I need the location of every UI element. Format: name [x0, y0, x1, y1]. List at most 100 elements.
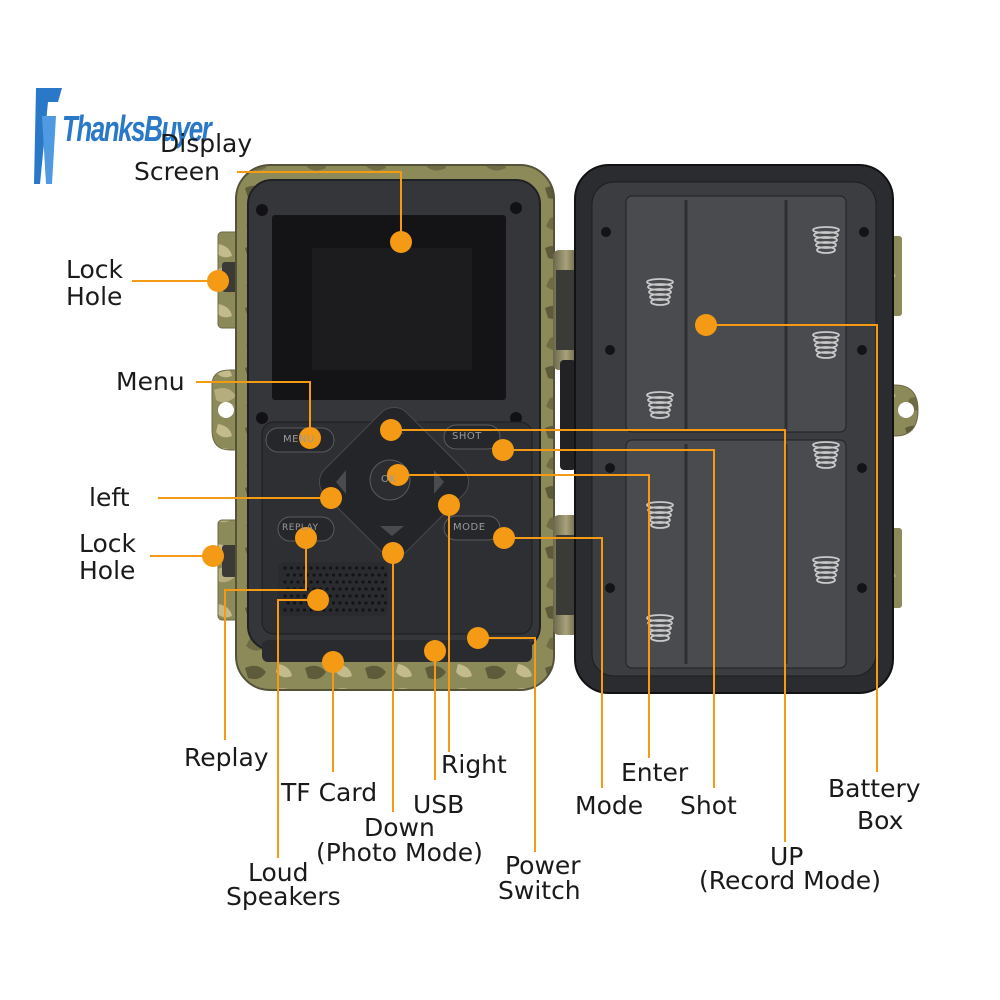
- speaker-hole: [292, 573, 297, 577]
- speaker-hole: [377, 587, 381, 591]
- speaker-hole: [341, 608, 346, 612]
- speaker-hole: [357, 601, 362, 605]
- speaker-hole: [289, 608, 294, 612]
- speaker-hole: [351, 587, 355, 591]
- speaker-hole: [364, 573, 368, 577]
- speaker-hole: [338, 573, 342, 577]
- label-box: Box: [857, 806, 904, 835]
- speaker-hole: [283, 594, 287, 598]
- label-up: UP: [770, 842, 804, 871]
- speaker-hole: [322, 566, 326, 570]
- speaker-hole: [328, 594, 333, 598]
- label-left: left: [89, 483, 130, 512]
- speaker-hole: [286, 601, 290, 605]
- speaker-hole: [354, 566, 359, 570]
- speaker-hole: [377, 573, 381, 577]
- label-replay: Replay: [184, 743, 269, 772]
- speaker-hole: [367, 608, 372, 612]
- speaker-hole: [344, 573, 349, 577]
- speaker-hole: [286, 573, 290, 577]
- label-usb: USB: [413, 790, 465, 819]
- speaker-hole: [380, 594, 385, 598]
- speaker-hole: [296, 580, 300, 584]
- speaker-hole: [374, 594, 378, 598]
- speaker-hole: [361, 566, 365, 570]
- speaker-hole: [335, 594, 339, 598]
- speaker-hole: [309, 608, 313, 612]
- speaker-hole: [380, 566, 385, 570]
- hinge: [553, 250, 579, 635]
- left-arrow-icon[interactable]: [336, 470, 346, 494]
- speaker-hole: [341, 594, 346, 598]
- speaker-hole: [348, 594, 352, 598]
- label-screen: Screen: [134, 157, 220, 186]
- speaker-hole: [331, 587, 336, 591]
- label-lock-hole-top-1: Lock: [66, 255, 124, 284]
- speaker-hole: [328, 580, 333, 584]
- speaker-hole: [351, 601, 355, 605]
- speaker-hole: [302, 594, 307, 598]
- speaker-hole: [374, 566, 378, 570]
- shot-button-text: SHOT: [452, 431, 482, 442]
- speaker-hole: [283, 608, 287, 612]
- speaker-hole: [341, 566, 346, 570]
- speaker-hole: [357, 587, 362, 591]
- callout-dots: [202, 231, 717, 673]
- speaker-hole: [383, 587, 388, 591]
- speaker-hole: [367, 594, 372, 598]
- speaker-hole: [315, 580, 320, 584]
- speaker-hole: [312, 573, 316, 577]
- speaker-hole: [325, 573, 329, 577]
- speaker-hole: [335, 566, 339, 570]
- speaker-hole: [383, 573, 388, 577]
- speaker-hole: [354, 608, 359, 612]
- speaker-hole: [325, 587, 329, 591]
- speaker-hole: [299, 601, 303, 605]
- label-photo-mode: (Photo Mode): [316, 838, 483, 867]
- label-menu: Menu: [116, 367, 185, 396]
- speaker-hole: [296, 594, 300, 598]
- speaker-hole: [344, 587, 349, 591]
- speaker-hole: [354, 580, 359, 584]
- label-lock-hole-bottom-2: Hole: [79, 556, 136, 585]
- down-arrow-icon[interactable]: [380, 526, 404, 536]
- speaker-hole: [367, 566, 372, 570]
- label-power: Power: [505, 851, 581, 880]
- speaker-hole: [315, 566, 320, 570]
- speaker-hole: [351, 573, 355, 577]
- battery-spring: [812, 331, 840, 359]
- speaker-hole: [296, 566, 300, 570]
- replay-button-text: REPLAY: [282, 523, 319, 533]
- speaker-hole: [302, 608, 307, 612]
- speaker-hole: [357, 573, 362, 577]
- speaker-hole: [309, 566, 313, 570]
- label-speakers: Speakers: [226, 882, 341, 911]
- speaker-hole: [383, 601, 388, 605]
- speaker-hole: [348, 580, 352, 584]
- label-lock-hole-bottom-1: Lock: [79, 529, 137, 558]
- label-shot: Shot: [680, 791, 737, 820]
- speaker-hole: [361, 580, 365, 584]
- label-record-mode: (Record Mode): [699, 866, 881, 895]
- menu-button-text: MENU: [283, 434, 315, 445]
- label-down: Down: [364, 813, 435, 842]
- label-enter: Enter: [621, 758, 689, 787]
- speaker-hole: [370, 573, 375, 577]
- speaker-hole: [283, 580, 287, 584]
- label-mode: Mode: [575, 791, 644, 820]
- speaker-hole: [361, 608, 365, 612]
- brand-logo-icon: [34, 88, 62, 184]
- speaker-hole: [318, 573, 323, 577]
- battery-compartment: [625, 195, 847, 669]
- label-battery: Battery: [828, 774, 921, 803]
- speaker-hole: [322, 580, 326, 584]
- speaker-hole: [296, 608, 300, 612]
- label-display: Display: [160, 129, 253, 158]
- speaker-hole: [331, 601, 336, 605]
- battery-spring: [646, 391, 674, 419]
- speaker-hole: [370, 601, 375, 605]
- speaker-hole: [361, 594, 365, 598]
- battery-spring: [812, 226, 840, 254]
- speaker-hole: [289, 580, 294, 584]
